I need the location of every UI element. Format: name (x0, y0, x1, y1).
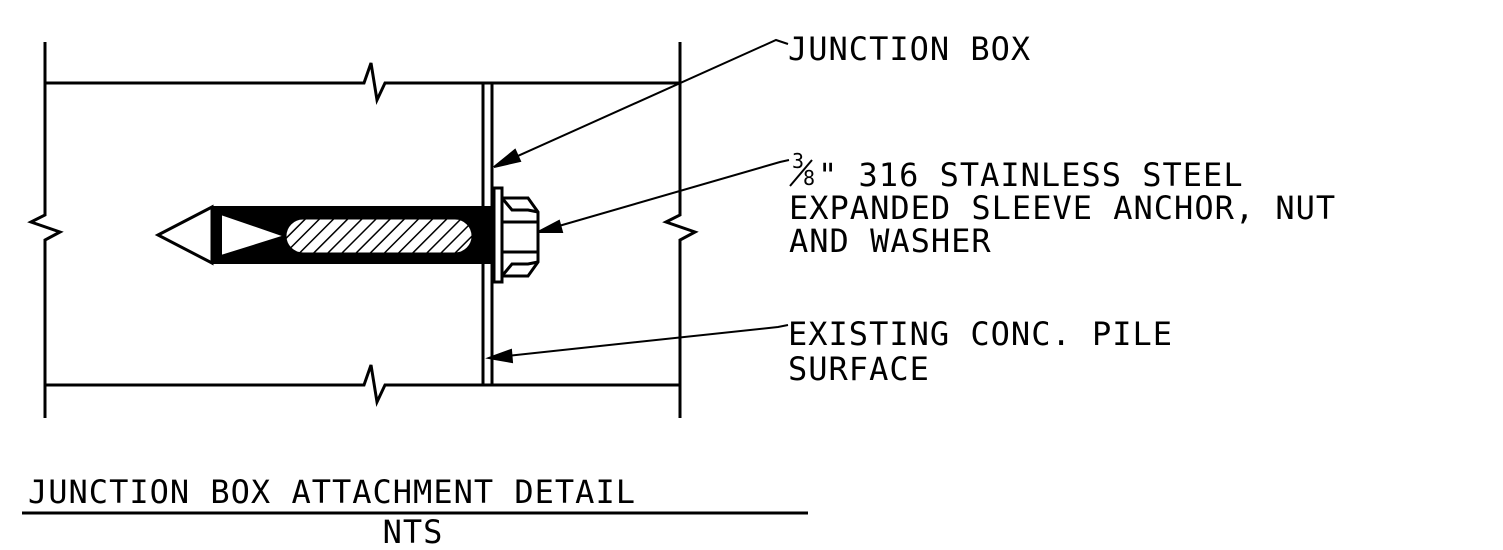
hex-nut (500, 196, 540, 278)
leader-anchor (544, 159, 790, 231)
anchor-threaded-stud (283, 216, 475, 256)
detail-title: JUNCTION BOX ATTACHMENT DETAIL (28, 473, 636, 511)
arrowhead-anchor (537, 219, 564, 233)
label-junction-box: JUNCTION BOX (788, 30, 1031, 68)
label-anchor-fraction-numerator: 3 (792, 149, 805, 173)
leader-pile-surface (496, 324, 789, 358)
concrete-pile-outline (27, 42, 699, 418)
label-anchor-line3: AND WASHER (789, 222, 992, 260)
leader-lines (485, 38, 790, 364)
sleeve-anchor (154, 186, 540, 284)
arrowhead-junction-box (493, 148, 522, 168)
callout-labels: JUNCTION BOX 3 8 " 316 STAINLESS STEEL E… (788, 30, 1336, 388)
pile-bottom-edge (45, 364, 680, 408)
left-break-line (27, 42, 64, 418)
label-pile-line1: EXISTING CONC. PILE (788, 315, 1173, 353)
right-break-line (662, 42, 699, 418)
detail-scale: NTS (383, 513, 444, 550)
detail-title-block: JUNCTION BOX ATTACHMENT DETAIL NTS (22, 473, 808, 550)
label-anchor-line1: " 316 STAINLESS STEEL (818, 156, 1244, 194)
label-anchor-line2: EXPANDED SLEEVE ANCHOR, NUT (789, 189, 1336, 227)
pile-top-edge (45, 62, 680, 106)
arrowhead-pile-surface (485, 348, 514, 364)
label-pile-line2: SURFACE (788, 350, 930, 388)
leader-junction-box (499, 38, 789, 165)
anchor-cone-tip (154, 204, 214, 266)
label-anchor-fraction-denominator: 8 (803, 166, 816, 190)
fraction-bar (789, 159, 813, 187)
sleeve-expansion-gap (220, 212, 289, 258)
